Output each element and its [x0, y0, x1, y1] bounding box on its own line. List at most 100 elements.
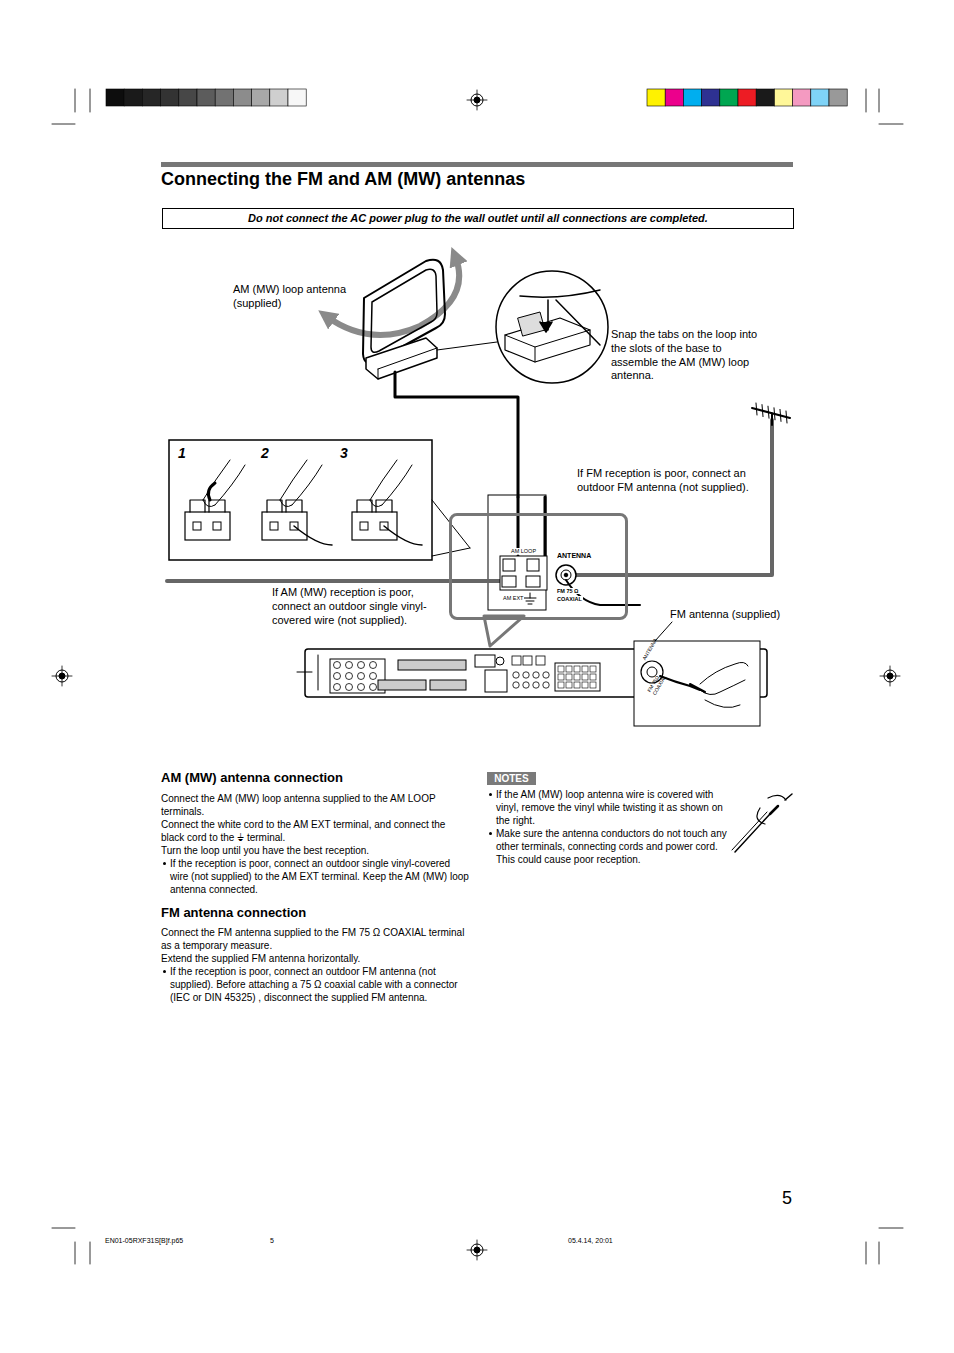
- wire-core: [770, 806, 778, 814]
- bullet-dot: [163, 862, 166, 865]
- paragraph: Connect the AM (MW) loop antenna supplie…: [161, 792, 471, 818]
- color-bar: [683, 89, 701, 106]
- color-bar: [793, 89, 811, 106]
- jack: [536, 656, 545, 665]
- jack: [523, 672, 529, 678]
- wire: [384, 526, 422, 545]
- jack: [346, 684, 353, 691]
- base-detail: [505, 330, 590, 362]
- grey-scale-bar: [252, 89, 270, 106]
- grey-scale-bar: [233, 89, 251, 106]
- terminal: [526, 576, 540, 587]
- detail-circle: [496, 271, 608, 383]
- loop-antenna-base: [378, 348, 437, 379]
- callout-tail: [484, 616, 524, 646]
- speaker-terminal: [590, 674, 596, 680]
- jack-panel: [330, 659, 385, 693]
- jack: [370, 684, 377, 691]
- speaker-terminal: [566, 666, 572, 672]
- page-title: Connecting the FM and AM (MW) antennas: [161, 168, 525, 191]
- terminal-clip: [262, 512, 307, 540]
- registration-mark: [467, 90, 487, 110]
- outdoor-fm-cable: [572, 420, 772, 575]
- label-text: EN01-05RXF31S[B]f.p65: [105, 1237, 183, 1246]
- node-text: NOTES: [491, 773, 531, 785]
- terminal-hole: [213, 522, 221, 530]
- speaker-terminal: [558, 674, 564, 680]
- speaker-terminal: [582, 666, 588, 672]
- bullet-item: If the AM (MW) loop antenna wire is cove…: [487, 788, 727, 827]
- body-text: Connect the FM antenna supplied to the F…: [161, 926, 471, 952]
- jack: [523, 656, 532, 665]
- yagi-element: [786, 411, 787, 423]
- speaker-terminal: [558, 666, 564, 672]
- label-text: 05.4.14, 20:01: [568, 1237, 613, 1246]
- bullet-dot: [489, 832, 492, 835]
- body-text: Make sure the antenna conductors do not …: [496, 827, 727, 866]
- terminal-panel: AM LOOPANTENNAAM EXTFM 75 ΩCOAXIAL: [449, 513, 628, 620]
- speaker-terminals: [555, 663, 600, 691]
- color-bar: [811, 89, 829, 106]
- body-text: If the AM (MW) loop antenna wire is cove…: [496, 788, 727, 827]
- jack: [543, 682, 549, 688]
- receiver-detail: [297, 655, 318, 690]
- grey-scale-bar: [142, 89, 160, 106]
- jack: [513, 672, 519, 678]
- speaker-terminal: [558, 682, 564, 688]
- body-text: Connect the AM (MW) loop antenna supplie…: [161, 792, 471, 818]
- jack: [533, 672, 539, 678]
- node-text: ANTENNA: [556, 552, 592, 560]
- pull-arrow: [785, 794, 792, 800]
- bullet-dot: [163, 970, 166, 973]
- terminal-hole: [193, 522, 201, 530]
- terminal-clip: [185, 512, 230, 540]
- yagi-antenna: [752, 408, 790, 425]
- body-text: Connect the white cord to the AM EXT ter…: [161, 818, 471, 844]
- body-text: Extend the supplied FM antenna horizonta…: [161, 952, 471, 965]
- leader-line: [437, 342, 497, 350]
- push-arrow: [208, 483, 215, 500]
- bullet-item: Make sure the antenna conductors do not …: [487, 827, 727, 866]
- speaker-terminal: [574, 674, 580, 680]
- finger: [203, 460, 245, 507]
- wire: [735, 814, 770, 852]
- grey-scale-bar: [197, 89, 215, 106]
- jack: [358, 662, 365, 669]
- speaker-terminal: [582, 674, 588, 680]
- crop-mark: [52, 89, 90, 124]
- jack: [358, 673, 365, 680]
- yagi-element: [768, 406, 769, 418]
- terminal-clip: [352, 512, 397, 540]
- notes-tag: NOTES: [487, 772, 536, 785]
- jack-panel: [485, 670, 507, 692]
- bullet-dot: [489, 793, 492, 796]
- yagi-element: [762, 405, 763, 417]
- crop-mark: [52, 1228, 90, 1264]
- callout-number: 5: [782, 1187, 792, 1210]
- label-text: If FM reception is poor, connect an outd…: [577, 467, 777, 495]
- connector: [378, 680, 426, 690]
- paragraph: Extend the supplied FM antenna horizonta…: [161, 952, 471, 965]
- speaker-terminal: [574, 682, 580, 688]
- color-bar: [665, 89, 683, 106]
- registration-mark: [467, 1240, 487, 1260]
- color-bar: [738, 89, 756, 106]
- section-heading: AM (MW) antenna connection: [161, 769, 471, 786]
- leader-line: [655, 622, 672, 641]
- grey-scale-bar: [124, 89, 142, 106]
- color-bar: [720, 89, 738, 106]
- callout-number: 3: [340, 445, 348, 463]
- grey-scale-bar: [270, 89, 288, 106]
- yagi-element: [780, 409, 781, 421]
- label-text: AM (MW) loop antenna (supplied): [233, 283, 363, 311]
- grey-scale-bar: [106, 89, 124, 106]
- node-text: COAXIAL: [556, 596, 583, 602]
- bullet-item: If the reception is poor, connect an out…: [161, 857, 471, 896]
- callout-number: 2: [261, 445, 269, 463]
- section-heading: FM antenna connection: [161, 904, 471, 921]
- terminal: [502, 576, 516, 587]
- warning-box: Do not connect the AC power plug to the …: [162, 208, 794, 229]
- coaxial-jack: [556, 565, 576, 585]
- paragraph: Turn the loop until you have the best re…: [161, 844, 471, 857]
